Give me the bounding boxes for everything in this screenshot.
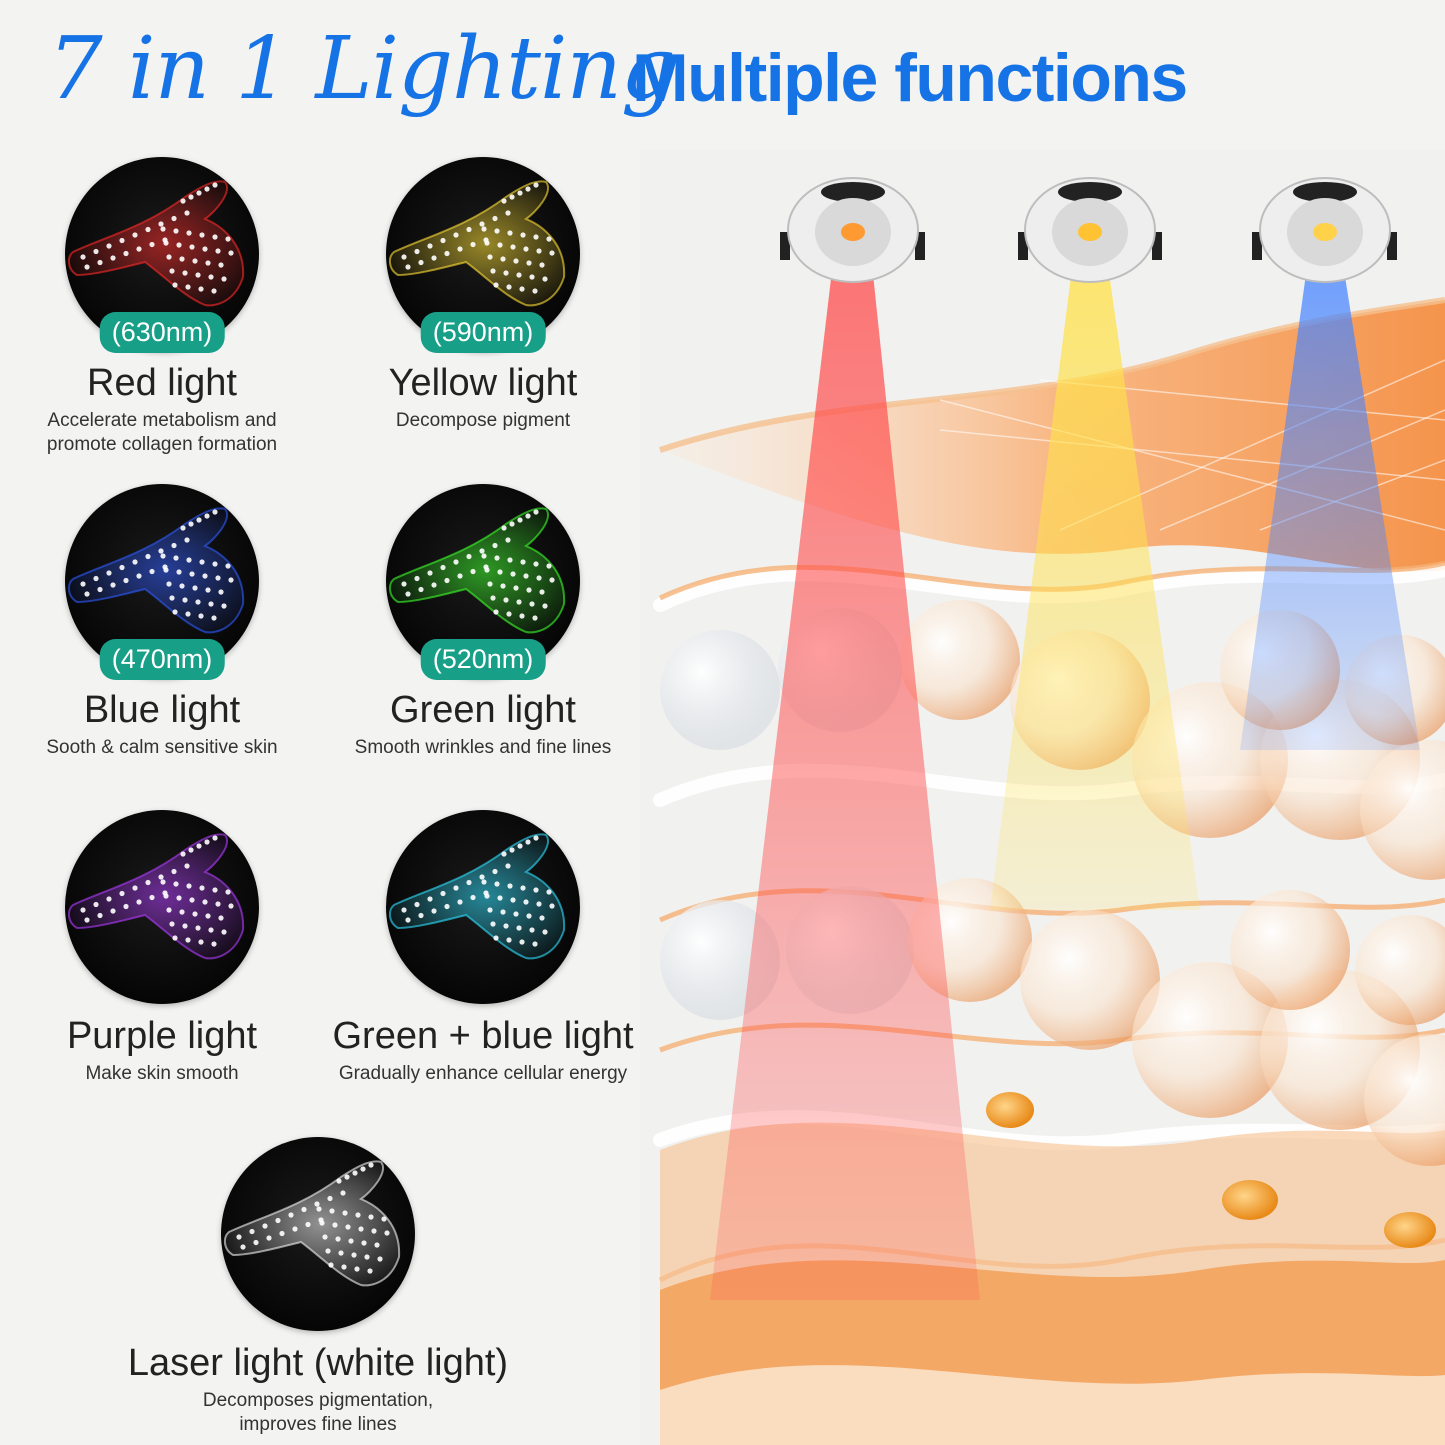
led-mask-glyph bbox=[223, 1160, 401, 1287]
light-name: Blue light bbox=[83, 689, 241, 731]
wavelength-badge: (630nm) bbox=[99, 312, 225, 354]
led-mask-glyph bbox=[388, 180, 566, 307]
led-mask-glyph bbox=[388, 833, 566, 960]
light-item-green-blue: Green + blue light Gradually enhance cel… bbox=[313, 810, 653, 1086]
wavelength-badge: (520nm) bbox=[420, 639, 546, 681]
light-description: Make skin smooth bbox=[85, 1062, 239, 1084]
light-item-purple: Purple light Make skin smooth bbox=[0, 810, 332, 1086]
purple-mask-image bbox=[65, 810, 259, 1004]
light-item-green: (520nm) Green light Smooth wrinkles and … bbox=[313, 484, 653, 760]
light-item-yellow: (590nm) Yellow light Decompose pigment bbox=[313, 157, 653, 433]
white-mask-image bbox=[221, 1137, 415, 1331]
wavelength-badge: (590nm) bbox=[420, 312, 546, 354]
green-blue-mask-image bbox=[386, 810, 580, 1004]
light-item-red: (630nm) Red light Accelerate metabolism … bbox=[0, 157, 332, 456]
red-beam bbox=[710, 245, 980, 1300]
red-lamp bbox=[780, 177, 925, 283]
light-description: Sooth & calm sensitive skin bbox=[46, 736, 278, 758]
led-mask-glyph bbox=[67, 180, 245, 307]
headline-script: 7 in 1 Lighting bbox=[48, 19, 676, 119]
led-mask-glyph bbox=[67, 507, 245, 634]
light-item-blue: (470nm) Blue light Sooth & calm sensitiv… bbox=[0, 484, 332, 760]
light-description: Accelerate metabolism and promote collag… bbox=[46, 409, 278, 455]
blue-lamp bbox=[1252, 177, 1397, 283]
light-name: Red light bbox=[87, 362, 237, 404]
skin-layers-graphic bbox=[640, 150, 1445, 1445]
light-name: Green light bbox=[390, 689, 576, 731]
light-item-laser: Laser light (white light) Decomposes pig… bbox=[68, 1137, 568, 1436]
light-name: Yellow light bbox=[388, 362, 578, 404]
blue-beam bbox=[1240, 245, 1420, 750]
yellow-lamp bbox=[1018, 177, 1162, 283]
light-description: Decompose pigment bbox=[395, 409, 571, 431]
light-name: Laser light (white light) bbox=[127, 1342, 509, 1384]
headline-bold: Multiple functions bbox=[632, 40, 1188, 116]
light-description: Decomposes pigmentation, improves fine l… bbox=[202, 1389, 434, 1435]
wavelength-badge: (470nm) bbox=[99, 639, 225, 681]
light-description: Gradually enhance cellular energy bbox=[338, 1062, 628, 1084]
light-name: Green + blue light bbox=[332, 1015, 634, 1057]
light-description: Smooth wrinkles and fine lines bbox=[354, 736, 612, 758]
led-mask-glyph bbox=[388, 507, 566, 634]
yellow-beam bbox=[990, 245, 1200, 910]
skin-illustration bbox=[640, 150, 1445, 1445]
led-mask-glyph bbox=[67, 833, 245, 960]
light-name: Purple light bbox=[66, 1015, 258, 1057]
